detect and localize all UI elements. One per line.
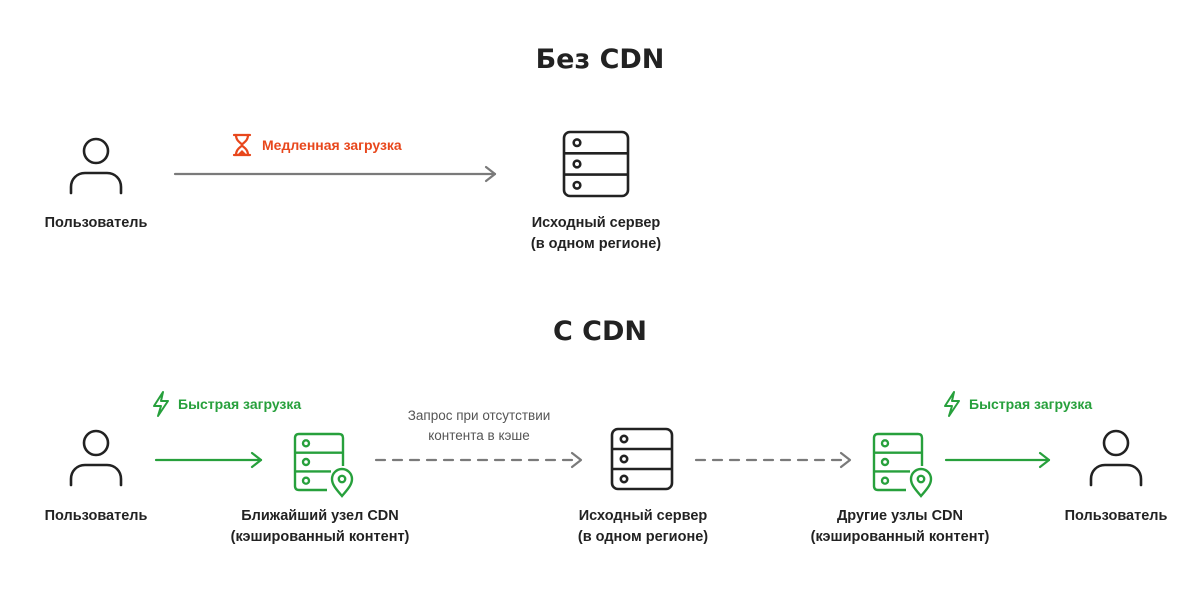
title-with-cdn: С CDN — [552, 316, 648, 347]
user-right-label: Пользователь — [1064, 508, 1168, 524]
user-icon — [68, 427, 124, 487]
other-cdn-nodes-line1: Другие узлы CDN — [836, 508, 964, 524]
cache-miss-note-line2: контента в кэше — [428, 428, 530, 443]
lightning-icon — [942, 391, 962, 417]
cache-miss-note-line1: Запрос при отсутствии — [407, 408, 551, 423]
origin-server-label-cdn: Исходный сервер (в одном регионе) — [563, 506, 723, 548]
origin-server-label-line2: (в одном регионе) — [530, 236, 662, 252]
cache-miss-arrow — [374, 451, 586, 469]
user-icon — [1088, 427, 1144, 487]
lightning-icon — [151, 391, 171, 417]
fast-delivery-arrow-right — [944, 451, 1056, 469]
origin-server-label-line1: Исходный сервер — [531, 215, 661, 231]
server-icon — [610, 427, 674, 491]
fast-delivery-arrow-left — [154, 451, 266, 469]
fast-loading-label-right: Быстрая загрузка — [969, 396, 1093, 412]
other-cdn-nodes-line2: (кэшированный контент) — [810, 529, 990, 545]
nearest-cdn-node-line2: (кэшированный контент) — [230, 529, 410, 545]
server-icon — [562, 130, 630, 198]
user-icon — [68, 135, 124, 195]
replication-arrow — [694, 451, 856, 469]
nearest-cdn-node-label: Ближайший узел CDN (кэшированный контент… — [220, 506, 420, 548]
slow-loading-label: Медленная загрузка — [262, 137, 402, 153]
slow-request-arrow — [173, 165, 500, 183]
origin-server-label: Исходный сервер (в одном регионе) — [516, 213, 676, 255]
cdn-node-icon — [293, 432, 355, 498]
hourglass-icon — [232, 133, 252, 157]
nearest-cdn-node-line1: Ближайший узел CDN — [241, 508, 399, 524]
origin-server-cdn-line1: Исходный сервер — [578, 508, 708, 524]
cdn-node-icon — [872, 432, 934, 498]
origin-server-cdn-line2: (в одном регионе) — [577, 529, 709, 545]
user-label: Пользователь — [44, 215, 148, 231]
user-left-label: Пользователь — [44, 508, 148, 524]
fast-loading-label-left: Быстрая загрузка — [178, 396, 302, 412]
title-without-cdn: Без CDN — [535, 44, 665, 75]
other-cdn-nodes-label: Другие узлы CDN (кэшированный контент) — [800, 506, 1000, 548]
cache-miss-note: Запрос при отсутствии контента в кэше — [389, 406, 569, 446]
